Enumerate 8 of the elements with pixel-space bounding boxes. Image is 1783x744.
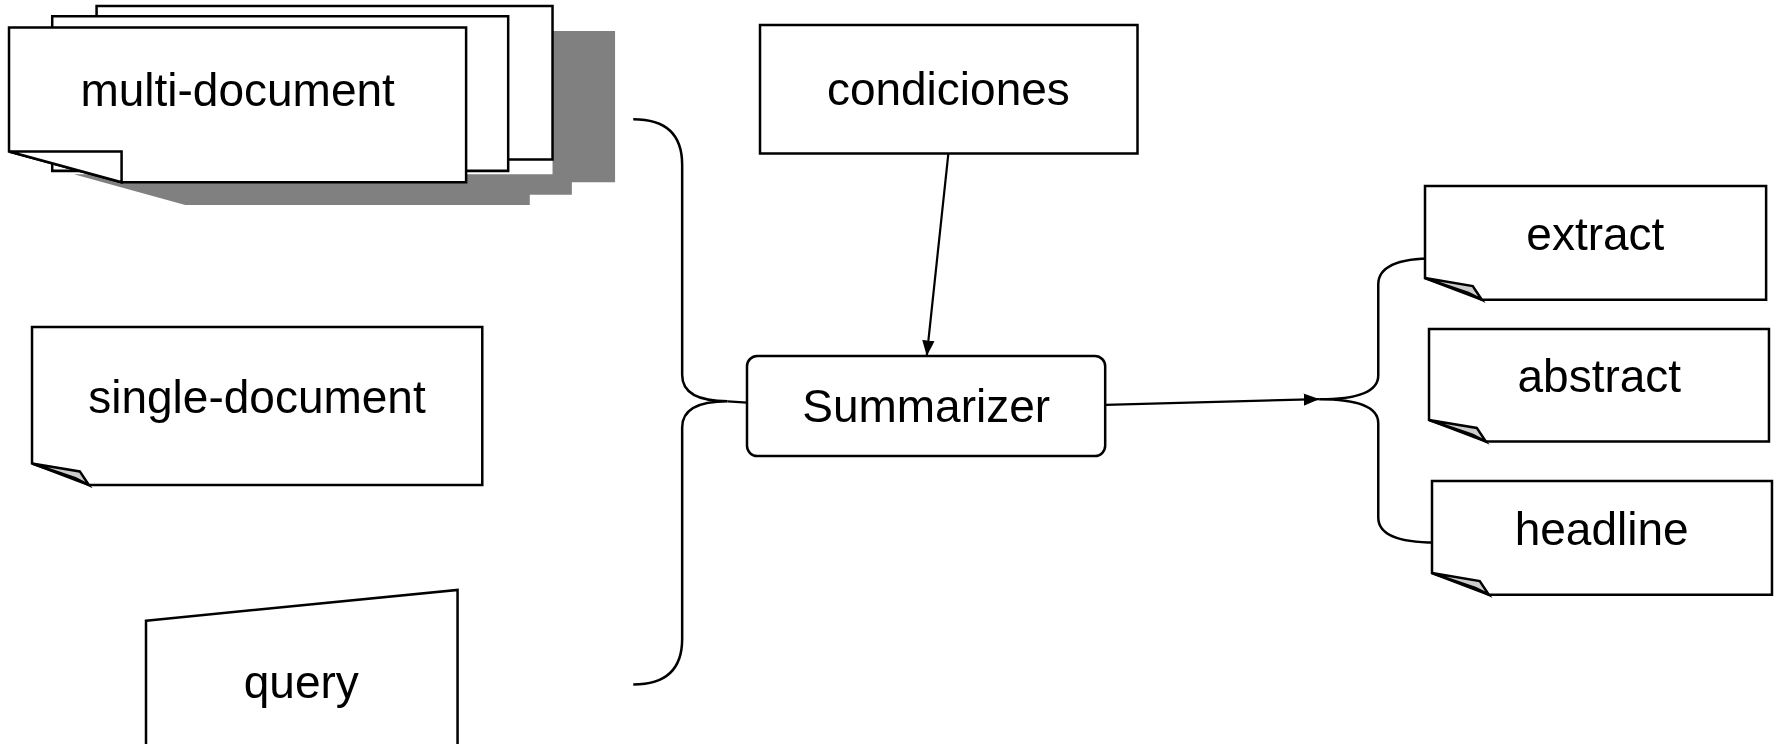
node-label: Summarizer: [802, 382, 1051, 429]
node-label: abstract: [1517, 352, 1682, 399]
node-label: query: [243, 659, 359, 706]
node-label: extract: [1526, 211, 1665, 258]
node-label: headline: [1514, 505, 1689, 552]
arrow: [1105, 393, 1320, 406]
node-label: multi-document: [80, 67, 395, 114]
node-label: condiciones: [826, 66, 1070, 113]
